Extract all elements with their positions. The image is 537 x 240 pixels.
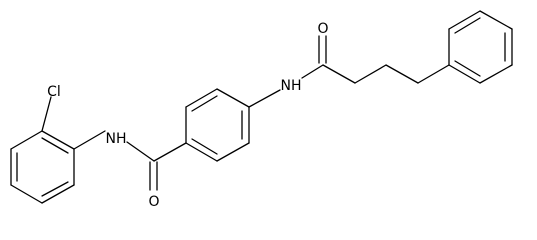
double-bond-inner: [454, 60, 481, 77]
bond-carbonyl-to-ring: [153, 142, 187, 162]
bond: [185, 88, 218, 108]
bond: [41, 130, 75, 150]
bond: [185, 142, 218, 162]
bond: [479, 64, 513, 84]
chlorine-label: Cl: [47, 84, 61, 100]
bond-nh-to-carbonyl: [126, 141, 155, 162]
molecule-diagram: Cl NH O NH O: [10, 10, 513, 210]
amide-nh-label: NH: [106, 131, 127, 147]
bond: [385, 64, 419, 84]
double-bond-inner: [191, 138, 218, 155]
bond: [216, 88, 250, 108]
amide-oxygen-label: O: [148, 194, 159, 210]
double-bond-inner: [41, 137, 69, 154]
bond: [10, 130, 43, 150]
bond: [448, 10, 481, 30]
central-ring: [185, 88, 250, 162]
bond: [322, 64, 356, 84]
butanamide-nh-label: NH: [281, 78, 302, 94]
bond-ring-to-nh: [73, 130, 106, 150]
phenyl-ring: [448, 10, 513, 84]
bond-chain-to-phenyl: [417, 64, 450, 84]
chlorophenyl-ring: [10, 96, 75, 204]
double-bond-inner: [41, 181, 69, 197]
bond: [216, 142, 250, 162]
butanamide-chain: [248, 35, 450, 108]
bond: [448, 64, 481, 84]
double-bond-inner: [454, 17, 481, 34]
bond: [10, 184, 43, 204]
bond: [479, 10, 513, 30]
ketone-oxygen-label: O: [317, 21, 328, 37]
bond-ring-to-nh: [248, 89, 281, 108]
bond: [41, 184, 75, 204]
bond-nh-to-carbonyl: [301, 64, 324, 79]
amide-linker: [73, 130, 187, 191]
bond: [354, 64, 387, 84]
structure-svg: Cl NH O NH O: [10, 10, 513, 210]
bond-to-cl: [41, 96, 52, 132]
double-bond-inner: [191, 95, 218, 112]
